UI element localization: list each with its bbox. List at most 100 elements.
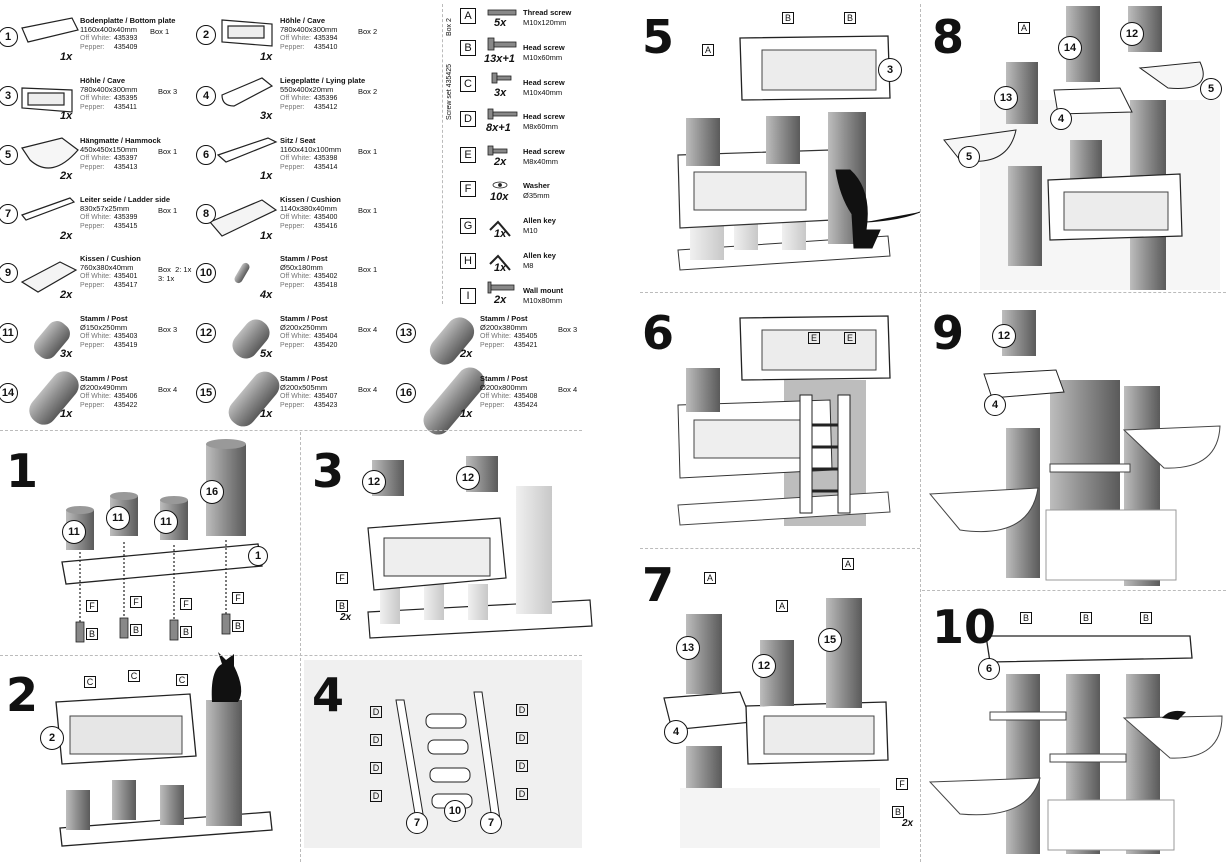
part-title: Stamm / Post — [80, 374, 128, 383]
part-qty: 3x — [60, 348, 73, 360]
part-number: 6 — [196, 145, 216, 165]
hardware-qty: 2x — [494, 294, 507, 306]
hardware-qty: 2x — [494, 156, 507, 168]
part-qty: 1x — [260, 51, 273, 63]
box-label: Box 1 — [150, 27, 170, 36]
hardware-letter: C — [460, 76, 476, 92]
hardware-dims: M10x120mm — [523, 18, 567, 27]
part-callout: 11 — [62, 520, 86, 544]
part-callout: 16 — [200, 480, 224, 504]
sku: 435406 — [114, 393, 138, 400]
hardware-callout: F — [336, 572, 348, 584]
step-number: 4 — [312, 668, 345, 722]
part-callout: 13 — [994, 86, 1018, 110]
step-number: 1 — [6, 444, 39, 498]
step1-drawing — [61, 439, 263, 643]
step8-drawing — [943, 6, 1220, 290]
hardware-letter: F — [460, 181, 476, 197]
part-title: Stamm / Post — [480, 314, 528, 323]
label: Pepper: — [280, 223, 305, 230]
part-callout: 10 — [444, 800, 466, 822]
sku: 435399 — [114, 214, 138, 221]
part-title: Bodenplatte / Bottom plate — [80, 16, 176, 25]
hardware-callout: A — [776, 600, 788, 612]
label: Pepper: — [80, 164, 105, 171]
part-title: Höhle / Cave — [80, 76, 126, 85]
label: Off White: — [80, 95, 111, 102]
hardware-callout: E — [808, 332, 820, 344]
hardware-letter: I — [460, 288, 476, 304]
sku: 435423 — [314, 402, 338, 409]
label: Pepper: — [280, 164, 305, 171]
part-callout: 6 — [978, 658, 1000, 680]
sku: 435393 — [114, 35, 138, 42]
hardware-name: Allen key — [523, 216, 556, 225]
hardware-dims: M8x40mm — [523, 157, 559, 166]
label: Off White: — [280, 273, 311, 280]
part-title: Stamm / Post — [280, 374, 328, 383]
sku: 435394 — [314, 35, 338, 42]
hardware-callout: D — [370, 706, 382, 718]
hardware-dims: M8x60mm — [523, 122, 559, 131]
hardware-dims: M10 — [523, 226, 538, 235]
hardware-name: Allen key — [523, 251, 556, 260]
part-callout: 12 — [1120, 22, 1144, 46]
divider — [0, 655, 582, 656]
hardware-name: Wall mount — [523, 286, 564, 295]
divider — [920, 4, 921, 862]
sku: 435408 — [514, 393, 538, 400]
hardware-callout: F — [130, 596, 142, 608]
part-callout: 5 — [958, 146, 980, 168]
sku: 435420 — [314, 342, 338, 349]
part-title: Kissen / Cushion — [80, 254, 141, 263]
part-callout: 14 — [1058, 36, 1082, 60]
hardware-qty: 2x — [902, 818, 914, 829]
hardware-dims: M10x60mm — [523, 53, 563, 62]
label: Off White: — [480, 393, 511, 400]
hardware-callout: A — [702, 44, 714, 56]
step-number: 10 — [932, 600, 997, 654]
label: Pepper: — [80, 342, 105, 349]
box-label: Box 3 — [158, 325, 178, 334]
part-number: 8 — [196, 204, 216, 224]
hardware-dims: M10x80mm — [523, 296, 563, 305]
hardware-callout: F — [180, 598, 192, 610]
part-callout: 4 — [664, 720, 688, 744]
part-title: Leiter seide / Ladder side — [80, 195, 171, 204]
part-dims: 760x380x40mm — [80, 263, 134, 272]
hardware-qty: 13x+1 — [484, 53, 515, 65]
step7-drawing — [663, 598, 889, 848]
step-number: 6 — [642, 306, 675, 360]
hardware-callout: B — [180, 626, 192, 638]
label: Pepper: — [80, 402, 105, 409]
part-qty: 4x — [260, 289, 273, 301]
label: Off White: — [80, 35, 111, 42]
hardware-callout: B — [1140, 612, 1152, 624]
hardware-qty: 5x — [494, 17, 507, 29]
part-dims: 1160x410x100mm — [280, 145, 342, 154]
sku: 435401 — [114, 273, 138, 280]
part-qty: 2x — [60, 170, 73, 182]
label: Pepper: — [480, 402, 505, 409]
part-number: 13 — [396, 323, 416, 343]
sku: 435405 — [514, 333, 538, 340]
part-qty: 2x — [460, 348, 473, 360]
sku: 435418 — [314, 282, 338, 289]
box-label: Box 2 — [358, 27, 378, 36]
part-number: 1 — [0, 27, 18, 47]
part-callout: 7 — [480, 812, 502, 834]
part-dims: Ø200x490mm — [80, 383, 128, 392]
label: Pepper: — [80, 104, 105, 111]
hardware-callout: B — [336, 600, 348, 612]
hardware-dims: Ø35mm — [523, 191, 550, 200]
step9-drawing — [928, 310, 1221, 586]
part-number: 2 — [196, 25, 216, 45]
label: Off White: — [280, 95, 311, 102]
sku: 435410 — [314, 44, 338, 51]
part-callout: 15 — [818, 628, 842, 652]
sku: 435414 — [314, 164, 338, 171]
